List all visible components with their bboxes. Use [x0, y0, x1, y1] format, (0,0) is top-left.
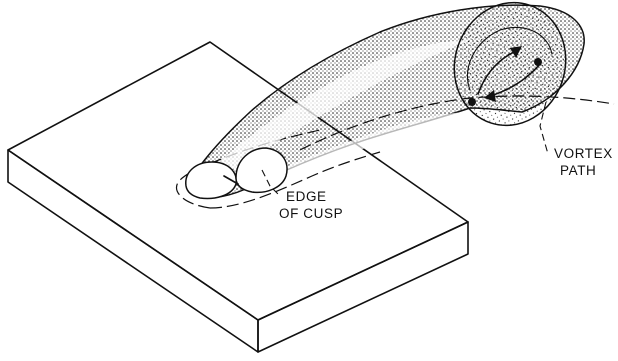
label-vortex-path-line1: VORTEX — [554, 146, 613, 161]
vortex-core-dot-right — [534, 58, 542, 66]
label-edge-of-cusp: EDGE OF CUSP — [279, 189, 343, 221]
label-vortex-path-line2: PATH — [560, 163, 596, 178]
label-edge-of-cusp-line2: OF CUSP — [279, 206, 343, 221]
label-edge-of-cusp-line1: EDGE — [286, 189, 327, 204]
plate-right-face — [258, 222, 468, 352]
label-vortex-path: VORTEX PATH — [554, 146, 613, 178]
cusp-lobe-left — [186, 162, 236, 198]
vortex-core-dot-left — [468, 98, 476, 106]
